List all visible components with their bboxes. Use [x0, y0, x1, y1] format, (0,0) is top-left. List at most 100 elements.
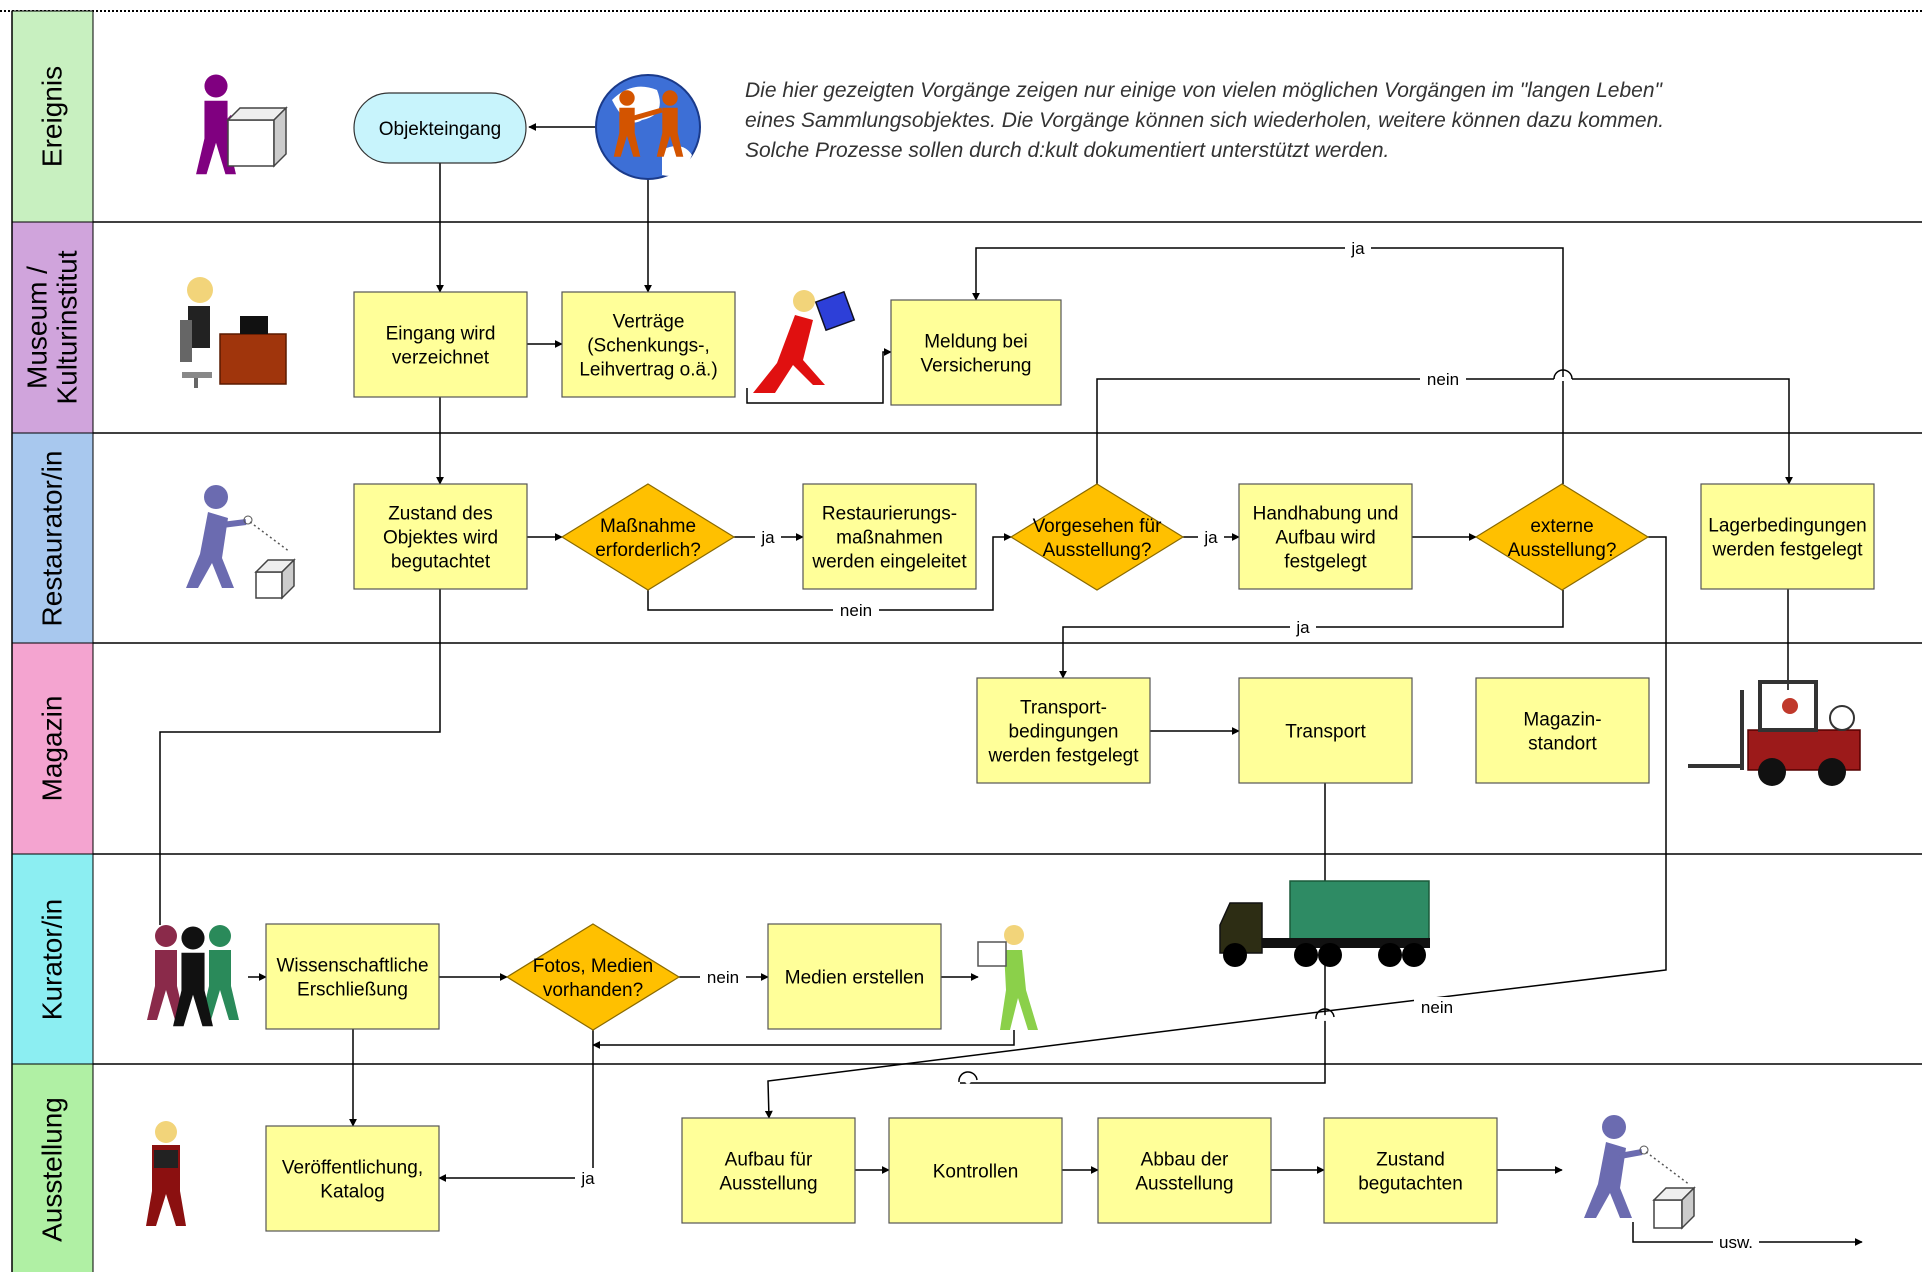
edge-vertraege-to-meldung [746, 348, 892, 404]
node-label: Objektes wird [383, 528, 498, 549]
node-label: Ausstellung? [1043, 540, 1152, 561]
line-hop [1315, 1008, 1335, 1021]
terminal-shape [353, 92, 527, 164]
node-label: externe [1530, 516, 1593, 537]
node-label: Abbau der [1141, 1150, 1229, 1171]
visitor-icon [146, 1121, 186, 1226]
node-vertraege: Verträge(Schenkungs-,Leihvertrag o.ä.) [561, 291, 736, 398]
line-hop [1553, 369, 1573, 381]
connector [972, 247, 1564, 484]
process-box [681, 1117, 856, 1224]
note-line: Solche Prozesse sollen durch d:kult doku… [745, 139, 1389, 162]
node-label: Ausstellung? [1508, 540, 1617, 561]
connector [1632, 1222, 1863, 1246]
process-box [265, 1125, 440, 1232]
edge-label-bg [1198, 527, 1224, 547]
process-box [1700, 483, 1875, 590]
node-label: maßnahmen [836, 528, 943, 549]
lane-header [11, 1063, 94, 1272]
connector [647, 533, 1012, 611]
node-label: Aufbau für [725, 1150, 813, 1171]
node-label: vorhanden? [543, 980, 643, 1001]
edge-vorgesehen-nein: nein [1096, 369, 1793, 485]
lane-label: Museum / [22, 266, 53, 389]
edge-label: nein [840, 601, 872, 620]
decision-diamond [1009, 483, 1185, 591]
decision-diamond [1474, 483, 1650, 591]
node-magazinstandort: Magazin-standort [1475, 677, 1650, 784]
node-label: Maßnahme [600, 516, 696, 537]
node-label: Ausstellung [1135, 1174, 1233, 1195]
node-label: Aufbau wird [1275, 528, 1375, 549]
node-label: Katalog [320, 1182, 384, 1203]
edge-massnahme-ja: ja [734, 527, 804, 547]
node-massnahme-erforderlich: Maßnahme erforderlich? [560, 483, 736, 591]
node-label: standort [1528, 734, 1597, 755]
connector [438, 1030, 594, 1182]
node-transport: Transport [1238, 677, 1413, 784]
lane-ereignis: Ereignis [11, 10, 94, 223]
note-line: Die hier gezeigten Vorgänge zeigen nur e… [745, 79, 1664, 102]
process-box [890, 299, 1062, 406]
node-label: begutachten [1358, 1174, 1463, 1195]
process-box [353, 483, 528, 590]
edge-label: usw. [1719, 1233, 1753, 1252]
process-box [976, 677, 1151, 784]
process-box [1475, 677, 1650, 784]
node-label: Zustand des [388, 504, 493, 525]
globe-handover-icon [595, 74, 701, 180]
node-label: Versicherung [921, 356, 1032, 377]
lane-label: Kulturinstitut [52, 250, 83, 404]
node-label: Fotos, Medien [533, 956, 653, 977]
edge-massnahme-nein: nein [647, 533, 1012, 620]
connector [764, 536, 1667, 1119]
person-carrying-box-icon [753, 290, 856, 393]
node-label: Transport- [1020, 698, 1107, 719]
node-label: begutachtet [391, 552, 491, 573]
node-label: werden eingeleitet [811, 552, 967, 573]
connector [1096, 378, 1793, 485]
edge-label-bg [1420, 369, 1466, 389]
connector [746, 348, 892, 404]
lane-label: Kurator/in [37, 899, 68, 1020]
node-label: Wissenschaftliche [276, 956, 428, 977]
edge-label: ja [760, 528, 775, 547]
node-label: Restaurierungs- [822, 504, 957, 525]
node-label: erforderlich? [595, 540, 701, 561]
node-objekteingang: Objekteingang [353, 92, 527, 164]
restorer-icon [186, 485, 296, 600]
node-label: Vorgesehen für [1033, 516, 1163, 537]
edge-label: ja [1350, 239, 1365, 258]
node-label: Eingang wird [386, 324, 496, 345]
node-kontrollen: Kontrollen [888, 1117, 1063, 1224]
edge-fotos-nein: nein [679, 967, 769, 987]
node-label: verzeichnet [392, 348, 490, 369]
edge-label-bg [755, 527, 781, 547]
decision-diamond [505, 923, 681, 1031]
node-label: Objekteingang [379, 119, 502, 140]
node-label: Lagerbedingungen [1708, 516, 1867, 537]
node-label: Kontrollen [933, 1162, 1019, 1183]
edge-label-bg [1290, 617, 1316, 637]
edge-label: ja [1295, 618, 1310, 637]
node-label: Magazin- [1523, 710, 1601, 731]
process-box [1323, 1117, 1498, 1224]
edge-label: nein [1421, 998, 1453, 1017]
lane-header [11, 221, 94, 434]
node-restaurierungsmassnahmen: Restaurierungs-maßnahmen werden eingeleit… [802, 483, 977, 590]
note-line: eines Sammlungsobjektes. Die Vorgänge kö… [745, 109, 1664, 132]
edge-label-bg [833, 600, 879, 620]
process-box [265, 923, 440, 1030]
edge-extern-ja-transport: ja [1059, 590, 1564, 679]
decision-diamond [560, 483, 736, 591]
node-label: werden festgelegt [988, 746, 1140, 767]
person-with-box-icon [196, 74, 288, 175]
edge-label-bg [1414, 997, 1460, 1017]
